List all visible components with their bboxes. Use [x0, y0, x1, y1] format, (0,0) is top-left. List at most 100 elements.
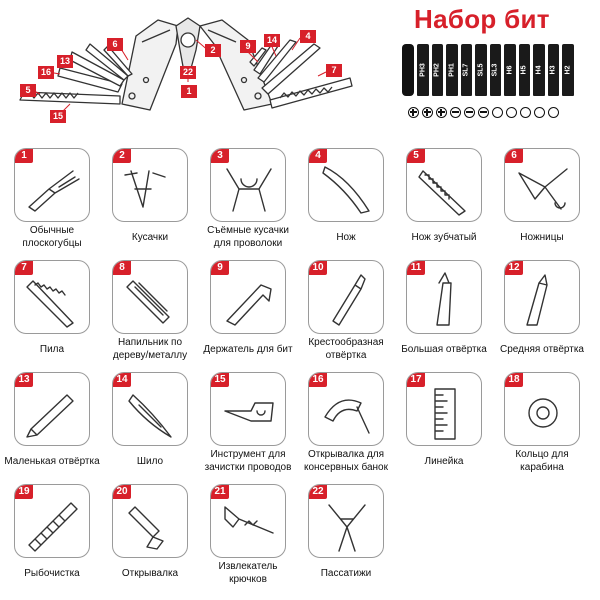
tool-caption: Открывалка [121, 568, 179, 579]
tool-tile-13: 13 [14, 372, 90, 446]
tool-caption: Пассатижи [320, 568, 372, 579]
tool-number-badge: 13 [15, 373, 33, 387]
tool-tile-1: 1 [14, 148, 90, 222]
bit: PH1 [446, 44, 458, 96]
hero-label-9: 9 [240, 40, 256, 53]
tool-number-badge: 17 [407, 373, 425, 387]
tool-tile-4: 4 [308, 148, 384, 222]
tool-1-icon [28, 170, 80, 212]
bit-label: SL7 [462, 63, 470, 77]
tool-number-badge: 4 [309, 149, 327, 163]
tool-number-badge: 12 [505, 261, 523, 275]
tool-tile-11: 11 [406, 260, 482, 334]
hero-label-14: 14 [264, 34, 280, 47]
tool-caption: Большая отвёртка [401, 344, 487, 355]
tool-tile-2: 2 [112, 148, 188, 222]
hero-label-15: 15 [50, 110, 66, 123]
multitool-drawing [19, 17, 353, 117]
bit: H6 [504, 44, 516, 96]
tool-22-icon [328, 504, 366, 552]
tool-20-icon [128, 506, 164, 550]
tool-number-badge: 7 [15, 261, 33, 275]
tool-caption: Пила [39, 344, 65, 355]
tool-tile-21: 21 [210, 484, 286, 558]
bit: H5 [518, 44, 530, 96]
hero-label-22: 22 [180, 66, 196, 79]
bit-label: PH2 [433, 63, 441, 77]
tool-19-icon [28, 502, 78, 552]
tool-tile-3: 3 [210, 148, 286, 222]
phillips-head-icon [422, 107, 433, 118]
hex-head-icon [520, 107, 531, 118]
tool-14-icon [128, 394, 172, 438]
tool-tile-12: 12 [504, 260, 580, 334]
tool-7-icon [26, 280, 74, 328]
tool-number-badge: 15 [211, 373, 229, 387]
hex-head-icon [548, 107, 559, 118]
bit-row: PH3 PH2 PH1 SL7 SL5 SL3 H6 H5 H4 H3 H2 [402, 44, 596, 102]
tool-tile-22: 22 [308, 484, 384, 558]
bit: PH3 [417, 44, 429, 96]
tool-11-icon [436, 272, 452, 326]
tool-13-icon [26, 394, 74, 438]
tool-caption: Средняя отвёртка [500, 344, 584, 355]
tool-caption: Нож зубчатый [411, 232, 477, 243]
tool-16-icon [324, 399, 370, 434]
hero-label-5: 5 [20, 84, 36, 97]
tool-17-icon [434, 388, 456, 440]
bit: SL7 [460, 44, 472, 96]
tool-caption: Кусачки [131, 232, 169, 243]
bit-head-symbols [408, 107, 559, 118]
phillips-head-icon [408, 107, 419, 118]
tool-caption: Ножницы [520, 232, 564, 243]
bit-label: SL5 [477, 63, 485, 77]
tool-2-icon [124, 170, 166, 208]
bit-label: H3 [549, 65, 557, 75]
tool-tile-18: 18 [504, 372, 580, 446]
tool-4-icon [322, 166, 370, 214]
hero-label-4: 4 [300, 30, 316, 43]
tool-caption: Линейка [424, 456, 464, 467]
tool-tile-16: 16 [308, 372, 384, 446]
tool-number-badge: 19 [15, 485, 33, 499]
tool-tile-19: 19 [14, 484, 90, 558]
bit: H2 [562, 44, 574, 96]
bit-label: H2 [564, 65, 572, 75]
tool-tile-7: 7 [14, 260, 90, 334]
tool-18-icon [528, 398, 558, 428]
bit: SL3 [489, 44, 501, 96]
tool-tile-9: 9 [210, 260, 286, 334]
tool-number-badge: 14 [113, 373, 131, 387]
hex-head-icon [492, 107, 503, 118]
tool-number-badge: 21 [211, 485, 229, 499]
tool-9-icon [226, 284, 272, 326]
tool-caption: Маленькая отвёртка [4, 456, 100, 467]
tool-caption: Держатель для бит [203, 344, 293, 355]
tool-tile-6: 6 [504, 148, 580, 222]
tool-tile-8: 8 [112, 260, 188, 334]
slotted-head-icon [450, 107, 461, 118]
tool-number-badge: 6 [505, 149, 523, 163]
tool-21-icon [224, 506, 274, 534]
bit: SL5 [475, 44, 487, 96]
tool-3-icon [226, 168, 272, 212]
tool-caption: Шило [136, 456, 164, 467]
slotted-head-icon [478, 107, 489, 118]
tool-number-badge: 3 [211, 149, 229, 163]
tool-tile-10: 10 [308, 260, 384, 334]
tool-tile-5: 5 [406, 148, 482, 222]
tool-15-icon [224, 402, 274, 422]
tool-number-badge: 16 [309, 373, 327, 387]
tool-tile-15: 15 [210, 372, 286, 446]
hero-label-1: 1 [181, 85, 197, 98]
hero-label-16: 16 [38, 66, 54, 79]
bit-label: SL3 [491, 63, 499, 77]
tool-number-badge: 20 [113, 485, 131, 499]
tool-number-badge: 10 [309, 261, 327, 275]
